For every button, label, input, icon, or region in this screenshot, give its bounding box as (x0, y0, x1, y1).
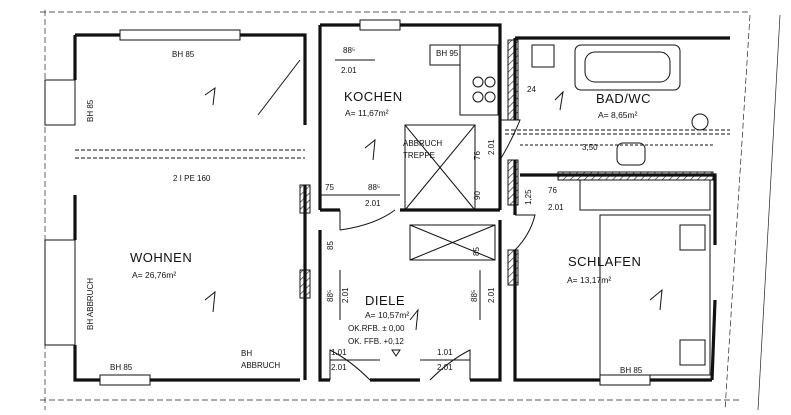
dim-kitchen-door-bottom: 2.01 (341, 66, 357, 75)
stair-demolition (404, 124, 476, 211)
dim-door-885: 88⁵ (368, 183, 380, 192)
room-marks (204, 86, 663, 331)
room-area-schlafen: A= 13,17m² (567, 275, 611, 285)
dim-diele-85-left: 85 (326, 241, 335, 250)
dimension-lines (320, 59, 715, 361)
dim-diele-85-right: 85 (472, 247, 481, 256)
room-name-schlafen: SCHLAFEN (568, 254, 641, 269)
dim-diele-201-right: 2.01 (487, 287, 496, 303)
label-bh85-bottom-left: BH 85 (110, 363, 133, 372)
dim-stair-90: 90 (473, 191, 482, 200)
walls (73, 23, 730, 382)
dim-bath-350: 3,50 (582, 143, 598, 152)
dim-bottom-201-right: 2.01 (437, 363, 453, 372)
dim-kitchen-door-top: 88⁵ (343, 46, 355, 55)
label-bh-abbruch-left: BH ABBRUCH (86, 278, 95, 330)
label-bh-bottom: BH (241, 349, 252, 358)
dim-stair-76: 76 (473, 151, 482, 160)
dim-bath-24: 24 (527, 85, 536, 94)
dim-door-201: 2.01 (365, 199, 381, 208)
dim-diele-201-left: 2.01 (341, 287, 350, 303)
label-bh85-left: BH 85 (86, 99, 95, 122)
label-ok-ffb: OK. FFB. +0,12 (348, 337, 404, 346)
label-beam: 2 I PE 160 (173, 174, 211, 183)
room-name-wohnen: WOHNEN (130, 250, 192, 265)
dim-bottom-101-left: 1.01 (331, 348, 347, 357)
bedroom-bed (579, 179, 711, 376)
beam-line (75, 129, 730, 159)
room-area-wohnen: A= 26,76m² (132, 270, 176, 280)
bath-fixtures (531, 44, 709, 166)
room-area-diele: A= 10,57m² (365, 310, 409, 320)
kitchen-fixtures (257, 44, 499, 116)
label-bh95-kitchen: BH 95 (436, 49, 459, 58)
dim-diele-885-right: 88⁵ (470, 290, 479, 302)
level-marker-icon (391, 349, 401, 357)
label-treppe: TREPPE (403, 151, 435, 160)
room-name-kochen: KOCHEN (344, 89, 403, 104)
dim-diele-885-left: 88⁵ (326, 290, 335, 302)
room-name-diele: DIELE (365, 293, 405, 308)
label-abbruch: ABBRUCH (403, 139, 442, 148)
dim-door-75: 75 (325, 183, 334, 192)
dim-bottom-201-left: 2.01 (331, 363, 347, 372)
dim-bed-125: 1,25 (524, 189, 533, 205)
dim-bed-76: 76 (548, 186, 557, 195)
room-name-bad: BAD/WC (596, 91, 651, 106)
label-bh85-top: BH 85 (172, 50, 195, 59)
door-swings (329, 119, 536, 381)
dim-stair-201: 2.01 (487, 139, 496, 155)
room-area-kochen: A= 11,67m² (345, 108, 389, 118)
label-ok-rfb: OK.RFB. ± 0,00 (348, 324, 405, 333)
diele-cabinet (409, 224, 496, 261)
hatched-walls (299, 39, 714, 299)
dim-bed-201: 2.01 (548, 203, 564, 212)
room-area-bad: A= 8,65m² (598, 110, 638, 120)
label-abbruch-bottom: ABBRUCH (241, 361, 280, 370)
dim-bottom-101-right: 1.01 (437, 348, 453, 357)
label-bh85-bottom-right: BH 85 (620, 366, 643, 375)
